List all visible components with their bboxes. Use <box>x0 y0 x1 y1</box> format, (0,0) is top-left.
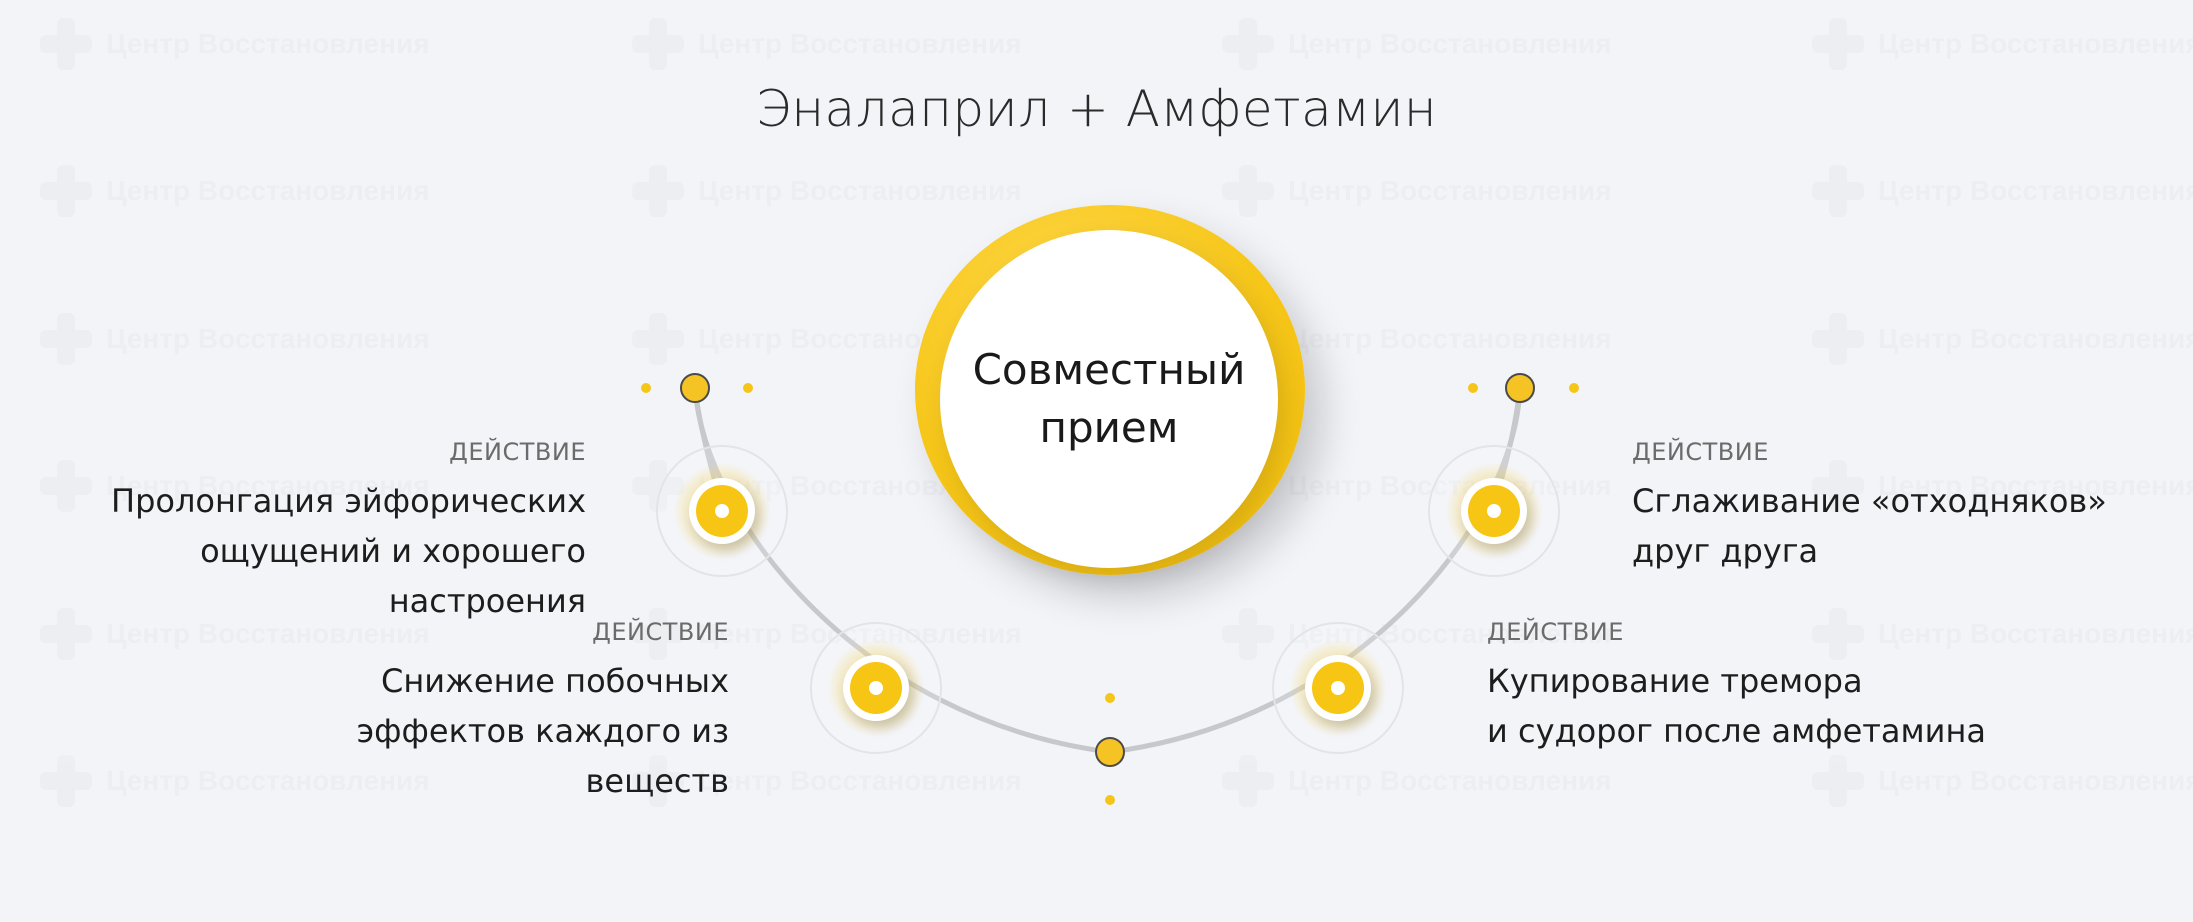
endpoint-node-bottom <box>1095 737 1125 767</box>
effect-node-3 <box>1461 478 1527 544</box>
effect-label-1: ДЕЙСТВИЕ Пролонгация эйфорических ощущен… <box>26 438 586 626</box>
accent-dot <box>1105 693 1115 703</box>
effect-caption: ДЕЙСТВИЕ <box>1632 438 1769 466</box>
effect-label-2: ДЕЙСТВИЕ Снижение побочных эффектов кажд… <box>269 618 729 806</box>
accent-dot <box>743 383 753 393</box>
center-label: Совместный прием <box>972 345 1246 452</box>
diagram-title: Эналаприл + Амфетамин <box>755 80 1438 138</box>
effect-text: Пролонгация эйфорических ощущений и хоро… <box>111 482 586 620</box>
effect-text: Снижение побочных эффектов каждого из ве… <box>356 662 729 800</box>
effect-caption: ДЕЙСТВИЕ <box>1487 618 1624 646</box>
effect-label-4: ДЕЙСТВИЕ Купирование тремора и судорог п… <box>1487 618 2047 756</box>
effect-text: Сглаживание «отходняков» друг друга <box>1632 482 2107 570</box>
effect-caption: ДЕЙСТВИЕ <box>592 618 729 646</box>
center-disc: Совместный прием <box>940 230 1278 568</box>
effect-text: Купирование тремора и судорог после амфе… <box>1487 662 1986 750</box>
accent-dot <box>1569 383 1579 393</box>
effect-label-3: ДЕЙСТВИЕ Сглаживание «отходняков» друг д… <box>1632 438 2172 576</box>
accent-dot <box>641 383 651 393</box>
effect-node-4 <box>1305 655 1371 721</box>
accent-dot <box>1468 383 1478 393</box>
effect-caption: ДЕЙСТВИЕ <box>449 438 586 466</box>
effect-node-2 <box>843 655 909 721</box>
accent-dot <box>1105 795 1115 805</box>
endpoint-node-right <box>1505 373 1535 403</box>
endpoint-node-left <box>680 373 710 403</box>
effect-node-1 <box>689 478 755 544</box>
